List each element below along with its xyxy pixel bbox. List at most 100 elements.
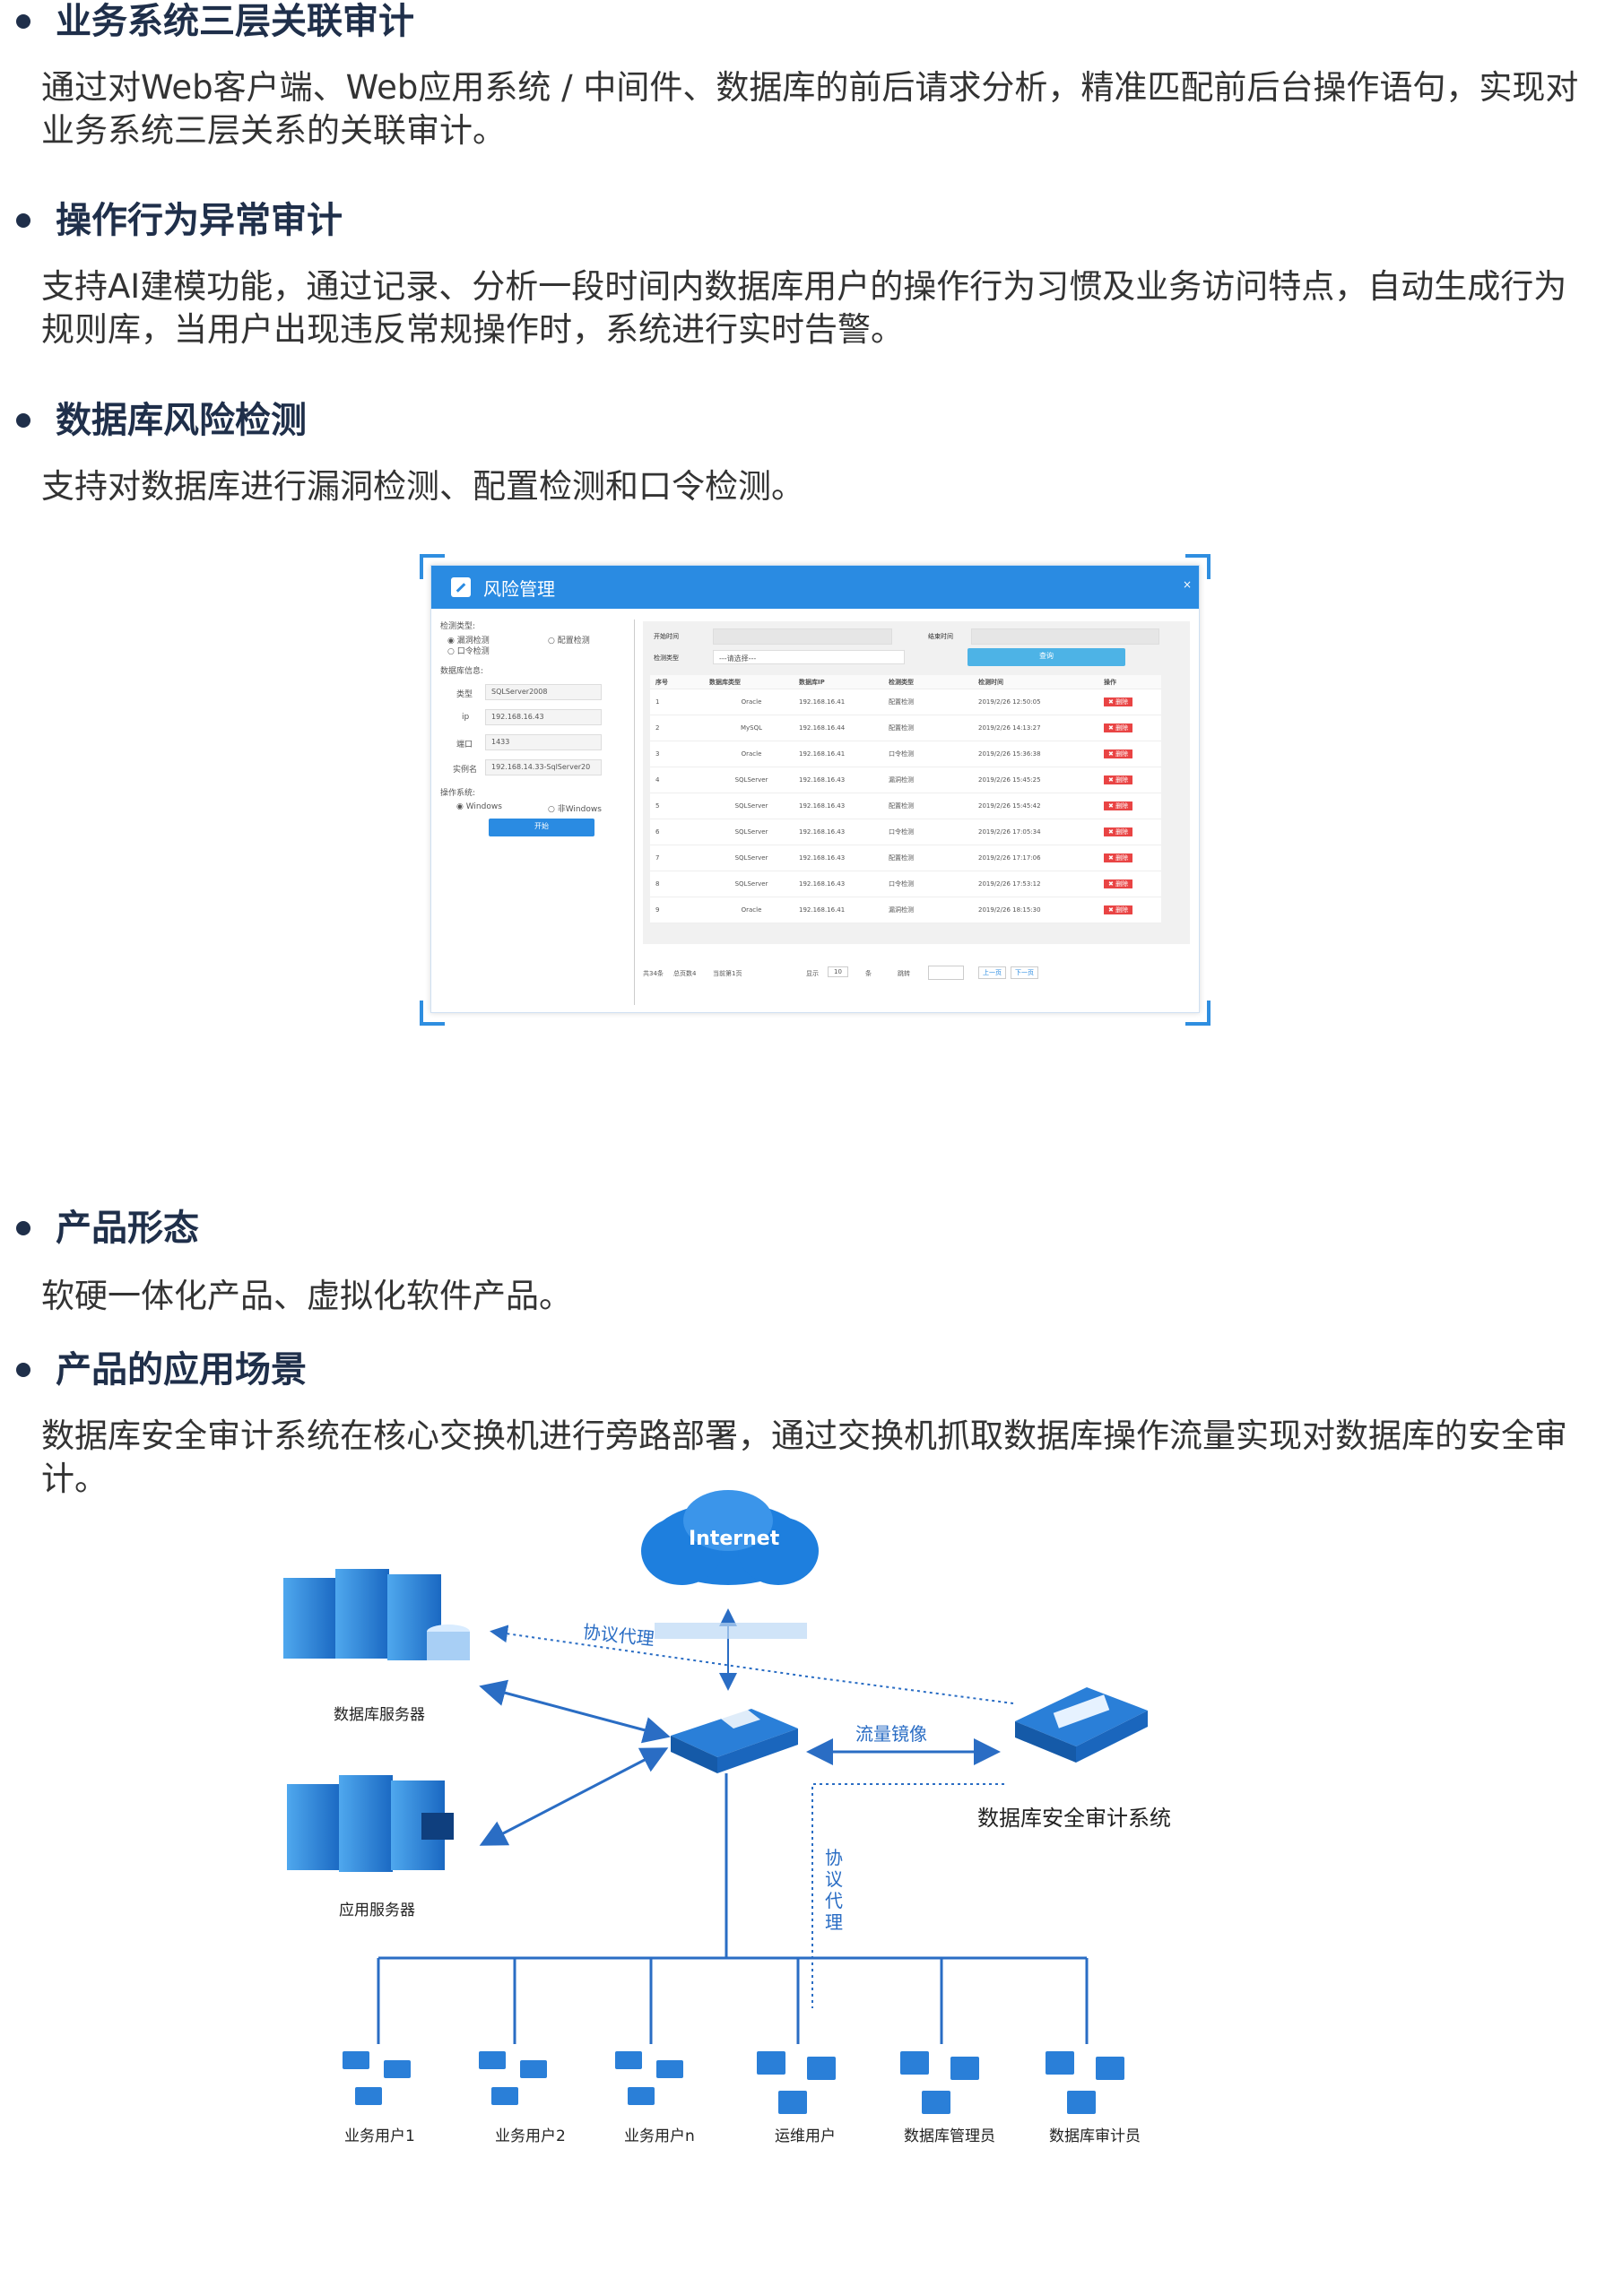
end-time-input[interactable] — [971, 628, 1159, 645]
db-servers-label: 数据库服务器 — [334, 1706, 425, 1724]
section-text: 数据库安全审计系统在核心交换机进行旁路部署，通过交换机抓取数据库操作流量实现对数… — [41, 1417, 1567, 1498]
table-cell: 192.168.16.43 — [799, 880, 846, 888]
table-cell: 3 — [655, 750, 660, 758]
port-field[interactable]: 1433 — [485, 734, 602, 750]
table-cell: 漏洞检测 — [889, 906, 914, 914]
radio-pwd[interactable]: ○ 口令检测 — [447, 647, 490, 656]
bullet-icon — [16, 213, 30, 228]
internet-label: Internet — [689, 1528, 780, 1550]
prev-page-button[interactable]: 上一页 — [978, 966, 1006, 979]
column-header[interactable]: 检测类型 — [889, 678, 914, 686]
instance-field[interactable]: 192.168.14.33-SqlServer20 — [485, 759, 602, 775]
table-cell: 漏洞检测 — [889, 776, 914, 784]
radio-vuln[interactable]: ◉ 漏洞检测 — [447, 637, 490, 645]
pager-size-select[interactable]: 10 — [828, 966, 848, 977]
check-type-select[interactable]: ---请选择--- — [713, 650, 905, 664]
delete-button[interactable]: ✖ 删除 — [1104, 801, 1133, 810]
audit-appliance-icon — [1015, 1687, 1148, 1763]
action-cell: ✖ 删除 — [1098, 697, 1161, 706]
table-row: 9 Oracle 192.168.16.41 漏洞检测 2019/2/26 18:15:… — [650, 897, 1161, 923]
column-header[interactable]: 数据库IP — [799, 678, 825, 686]
table-cell: 192.168.16.41 — [799, 698, 846, 706]
pager-current: 当前第1页 — [713, 970, 742, 977]
table-cell: 配置检测 — [889, 698, 914, 706]
section-heading: 业务系统三层关联审计 — [16, 0, 414, 43]
action-cell: ✖ 删除 — [1098, 723, 1161, 732]
user-group-icons — [343, 2051, 1124, 2114]
table-cell: 192.168.16.41 — [799, 750, 846, 758]
table-cell: Oracle — [741, 750, 762, 758]
results-panel: 开始时间 结束时间 检测类型 ---请选择--- 查询 序号数据库类型数据库IP… — [643, 621, 1190, 944]
radio-nonwindows[interactable]: ○ 非Windows — [548, 805, 602, 814]
action-cell: ✖ 删除 — [1098, 775, 1161, 784]
action-cell: ✖ 删除 — [1098, 879, 1161, 888]
ip-label: ip — [462, 713, 470, 722]
delete-button[interactable]: ✖ 删除 — [1104, 853, 1133, 862]
table-cell: SQLServer — [734, 802, 768, 810]
next-page-button[interactable]: 下一页 — [1011, 966, 1038, 979]
table-cell: Oracle — [741, 906, 762, 914]
application-server-icon — [287, 1775, 454, 1872]
delete-button[interactable]: ✖ 删除 — [1104, 775, 1133, 784]
window-titlebar: 风险管理 × — [431, 566, 1199, 609]
radio-windows[interactable]: ◉ Windows — [456, 802, 502, 811]
table-cell: 9 — [655, 906, 660, 914]
table-cell: 6 — [655, 828, 660, 836]
table-cell: 2019/2/26 17:17:06 — [978, 854, 1041, 862]
protocol-proxy-vertical: 协 议 代 理 — [825, 1847, 843, 1933]
table-cell: 2019/2/26 18:15:30 — [978, 906, 1041, 914]
table-cell: 配置检测 — [889, 802, 914, 810]
action-cell: ✖ 删除 — [1098, 801, 1161, 810]
table-cell: 4 — [655, 776, 660, 784]
table-cell: 配置检测 — [889, 724, 914, 732]
pager-total: 共34条 — [643, 970, 664, 977]
section-heading: 产品的应用场景 — [16, 1348, 307, 1391]
close-icon[interactable]: × — [1182, 578, 1192, 591]
type-label: 类型 — [456, 690, 473, 699]
table-cell: 2019/2/26 15:36:38 — [978, 750, 1041, 758]
radio-config[interactable]: ○ 配置检测 — [548, 637, 590, 645]
delete-button[interactable]: ✖ 删除 — [1104, 879, 1133, 888]
frame-corner — [1185, 1001, 1210, 1026]
table-cell: 2 — [655, 724, 660, 732]
start-button[interactable]: 开始 — [489, 819, 594, 836]
start-time-input[interactable] — [713, 628, 892, 645]
delete-button[interactable]: ✖ 删除 — [1104, 905, 1133, 914]
table-cell: 2019/2/26 14:13:27 — [978, 724, 1041, 732]
deployment-diagram: Internet 协议代理 数据库服务器 应用服务器 流量镜像 数据库安全审计系… — [0, 1488, 1614, 2170]
query-button[interactable]: 查询 — [968, 648, 1125, 666]
start-time-label: 开始时间 — [654, 633, 679, 640]
delete-button[interactable]: ✖ 删除 — [1104, 723, 1133, 732]
table-cell: 2019/2/26 17:53:12 — [978, 880, 1041, 888]
table-cell: 192.168.16.43 — [799, 828, 846, 836]
pager-pages: 总页数4 — [673, 970, 697, 977]
table-cell: MySQL — [740, 724, 763, 732]
delete-button[interactable]: ✖ 删除 — [1104, 827, 1133, 836]
column-header[interactable]: 数据库类型 — [709, 678, 741, 686]
action-cell: ✖ 删除 — [1098, 853, 1161, 862]
delete-button[interactable]: ✖ 删除 — [1104, 697, 1133, 706]
table-cell: SQLServer — [734, 776, 768, 784]
delete-button[interactable]: ✖ 删除 — [1104, 749, 1133, 758]
column-header[interactable]: 序号 — [655, 678, 668, 686]
ip-field[interactable]: 192.168.16.43 — [485, 709, 602, 725]
pager-jump-input[interactable] — [928, 966, 964, 980]
pager-unit: 条 — [865, 970, 872, 977]
window-title: 风险管理 — [483, 577, 555, 600]
section-heading: 产品形态 — [16, 1207, 199, 1250]
switch-icon — [671, 1707, 798, 1773]
bullet-icon — [16, 413, 30, 428]
table-cell: 口令检测 — [889, 828, 914, 836]
frame-corner — [420, 1001, 445, 1026]
traffic-mirror-label: 流量镜像 — [855, 1723, 927, 1745]
table-cell: 192.168.16.43 — [799, 854, 846, 862]
table-cell: 1 — [655, 698, 660, 706]
column-header[interactable]: 检测时间 — [978, 678, 1003, 686]
type-select[interactable]: SQLServer2008 — [485, 684, 602, 700]
column-header[interactable]: 操作 — [1104, 678, 1116, 686]
table-cell: 192.168.16.41 — [799, 906, 846, 914]
port-label: 端口 — [456, 741, 473, 749]
panel-divider — [634, 619, 635, 1005]
